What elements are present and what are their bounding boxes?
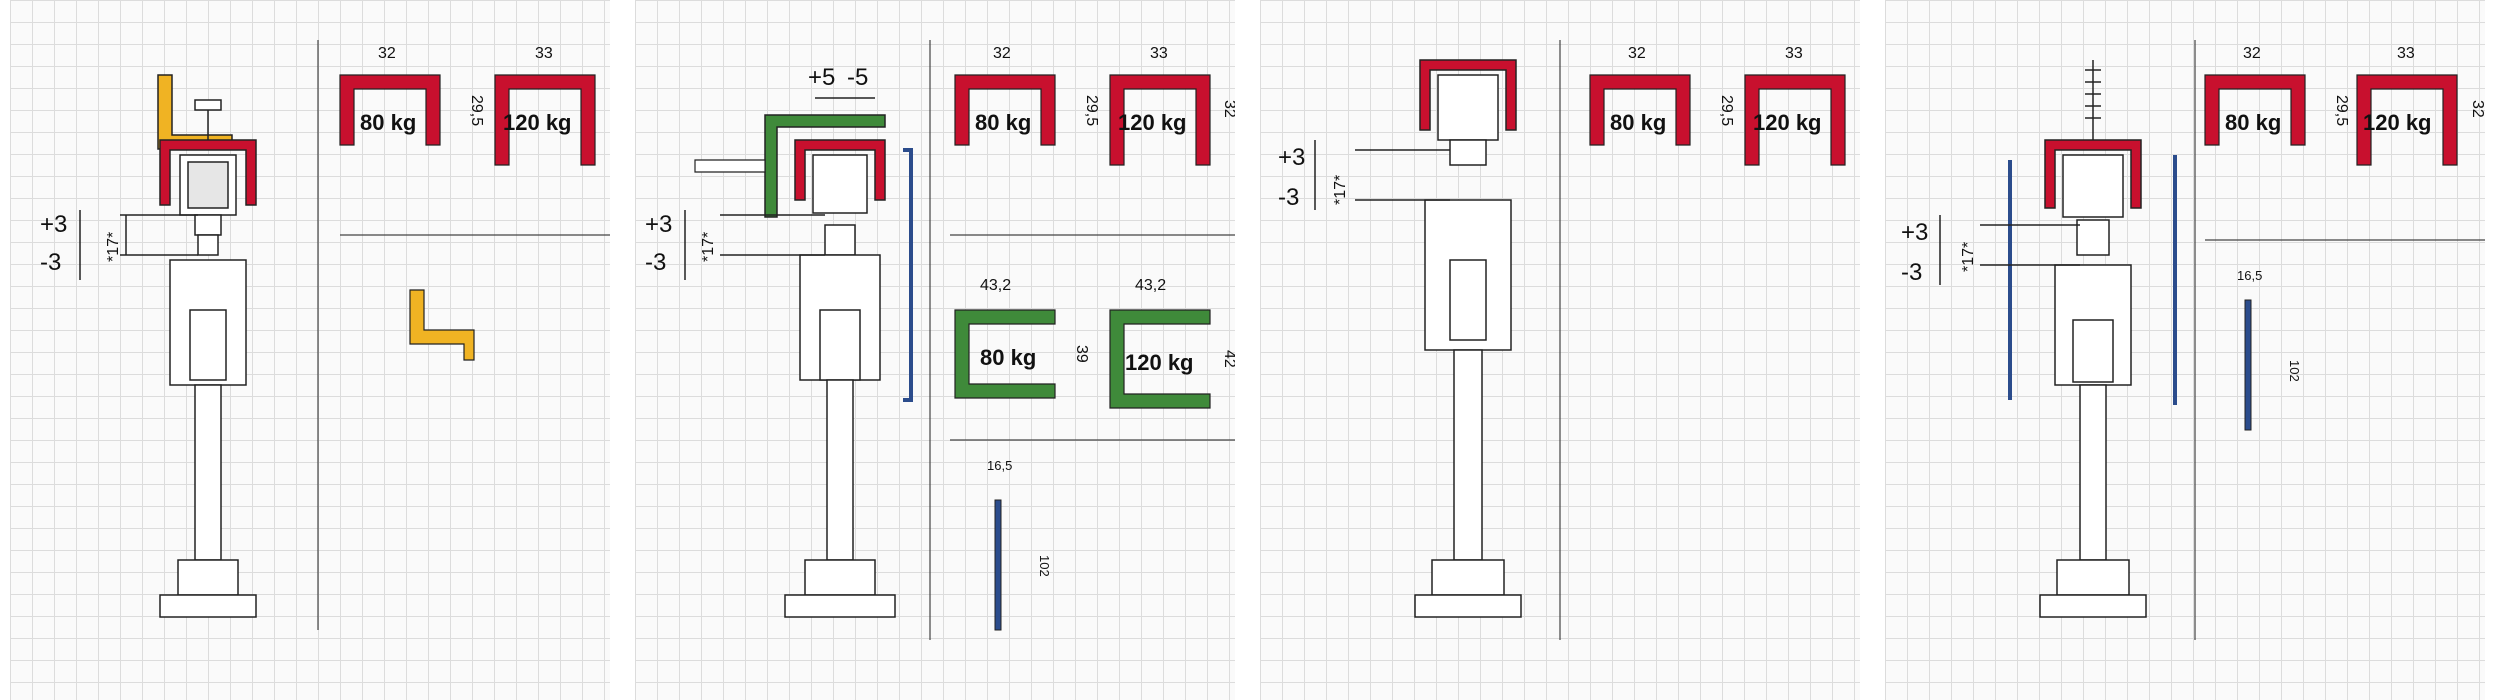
profile-load-80: 80 kg xyxy=(360,110,416,135)
profile-load-120: 120 kg xyxy=(1118,110,1187,135)
adjust-minus-label: -3 xyxy=(40,249,61,276)
green-profile-load-120: 120 kg xyxy=(1125,350,1194,375)
panel-3: +3 -3 *17* 80 kg 32 29,5 120 kg 33 32 xyxy=(1260,0,1860,700)
track-profile-120 xyxy=(1744,74,1846,166)
panel-3-drawing: +3 -3 *17* 80 kg 32 29,5 120 kg 33 32 xyxy=(1278,40,1860,640)
fascia-width-label: 16,5 xyxy=(987,458,1012,473)
adjust-plus-label: +3 xyxy=(645,211,672,238)
fascia-profile xyxy=(2244,299,2252,431)
fascia-height-label: 102 xyxy=(2287,360,2302,382)
track-profile-80 xyxy=(1589,74,1691,146)
adjust-height-label: *17* xyxy=(1960,242,1977,272)
profile-width-32: 32 xyxy=(2243,45,2261,62)
green-profile-width-120: 43,2 xyxy=(1135,277,1166,294)
height-adjust-marker xyxy=(1939,215,2080,285)
profile-width-33: 33 xyxy=(1785,45,1803,62)
lateral-plus-label: +5 xyxy=(808,64,835,91)
height-adjust-marker xyxy=(1314,140,1450,210)
green-profile-width-80: 43,2 xyxy=(980,277,1011,294)
wall-bracket-green xyxy=(694,114,886,218)
adjust-plus-label: +3 xyxy=(1278,144,1305,171)
adjust-minus-label: -3 xyxy=(1278,184,1299,211)
fascia-profile xyxy=(994,499,1002,631)
profile-load-80: 80 kg xyxy=(1610,110,1666,135)
adjust-height-label: *17* xyxy=(700,232,717,262)
adjust-minus-label: -3 xyxy=(645,249,666,276)
profile-height-32: 32 xyxy=(606,100,610,118)
profile-height-32: 32 xyxy=(1856,100,1860,118)
height-adjust-marker xyxy=(79,210,198,280)
track-profile-80 xyxy=(2204,74,2306,146)
profile-width-32: 32 xyxy=(378,45,396,62)
profile-height-29-5: 29,5 xyxy=(468,95,485,126)
profile-width-33: 33 xyxy=(535,45,553,62)
hanger-assembly xyxy=(784,139,896,618)
green-profile-height-42: 42 xyxy=(1221,350,1235,368)
profile-load-80: 80 kg xyxy=(2225,110,2281,135)
adjust-minus-label: -3 xyxy=(1901,259,1922,286)
fascia-width-label: 16,5 xyxy=(2237,268,2262,283)
lateral-minus-label: -5 xyxy=(847,64,868,91)
profile-load-120: 120 kg xyxy=(2363,110,2432,135)
track-profile-80 xyxy=(954,74,1056,146)
hanger-assembly xyxy=(2039,139,2147,618)
green-profile-80 xyxy=(954,309,1056,399)
panel-2: +5 -5 +3 -3 *17* 80 kg 32 29,5 120 kg 33… xyxy=(635,0,1235,700)
fascia-blue xyxy=(903,148,913,402)
fascia-height-label: 102 xyxy=(1037,555,1052,577)
panel-4-drawing: +3 -3 *17* 80 kg 32 29,5 120 kg 33 32 16… xyxy=(1901,40,2485,640)
profile-width-33: 33 xyxy=(1150,45,1168,62)
green-profile-load-80: 80 kg xyxy=(980,345,1036,370)
wall-bracket-profile-yellow xyxy=(409,289,475,361)
profile-load-80: 80 kg xyxy=(975,110,1031,135)
profile-load-120: 120 kg xyxy=(503,110,572,135)
panel-4: +3 -3 *17* 80 kg 32 29,5 120 kg 33 32 16… xyxy=(1885,0,2485,700)
profile-height-29-5: 29,5 xyxy=(1718,95,1735,126)
profile-height-32: 32 xyxy=(1221,100,1235,118)
track-profile-120 xyxy=(1109,74,1211,166)
profile-width-32: 32 xyxy=(1628,45,1646,62)
profile-load-120: 120 kg xyxy=(1753,110,1822,135)
adjust-plus-label: +3 xyxy=(40,211,67,238)
wall-bracket-yellow xyxy=(157,74,233,150)
profile-height-32: 32 xyxy=(2469,100,2485,118)
panel-2-drawing: +5 -5 +3 -3 *17* 80 kg 32 29,5 120 kg 33… xyxy=(645,40,1235,640)
adjust-height-label: *17* xyxy=(1332,175,1349,205)
fascia-blue xyxy=(2008,155,2177,405)
adjust-height-label: *17* xyxy=(105,232,122,262)
hanger-assembly xyxy=(1414,59,1522,618)
track-profile-120 xyxy=(494,74,596,166)
height-adjust-marker xyxy=(684,210,825,280)
panel-1-drawing: +3 -3 *17* 80 kg 32 29,5 120 kg 33 32 xyxy=(40,40,610,630)
green-profile-height-39: 39 xyxy=(1073,345,1090,363)
panel-1: +3 -3 *17* 80 kg 32 29,5 120 kg 33 32 xyxy=(10,0,610,700)
profile-height-29-5: 29,5 xyxy=(2333,95,2350,126)
profile-width-32: 32 xyxy=(993,45,1011,62)
profile-height-29-5: 29,5 xyxy=(1083,95,1100,126)
profile-width-33: 33 xyxy=(2397,45,2415,62)
track-profile-120 xyxy=(2356,74,2458,166)
green-profile-120 xyxy=(1109,309,1211,409)
adjust-plus-label: +3 xyxy=(1901,219,1928,246)
hanger-assembly xyxy=(159,99,257,618)
track-profile-80 xyxy=(339,74,441,146)
ceiling-screw xyxy=(2085,60,2101,140)
